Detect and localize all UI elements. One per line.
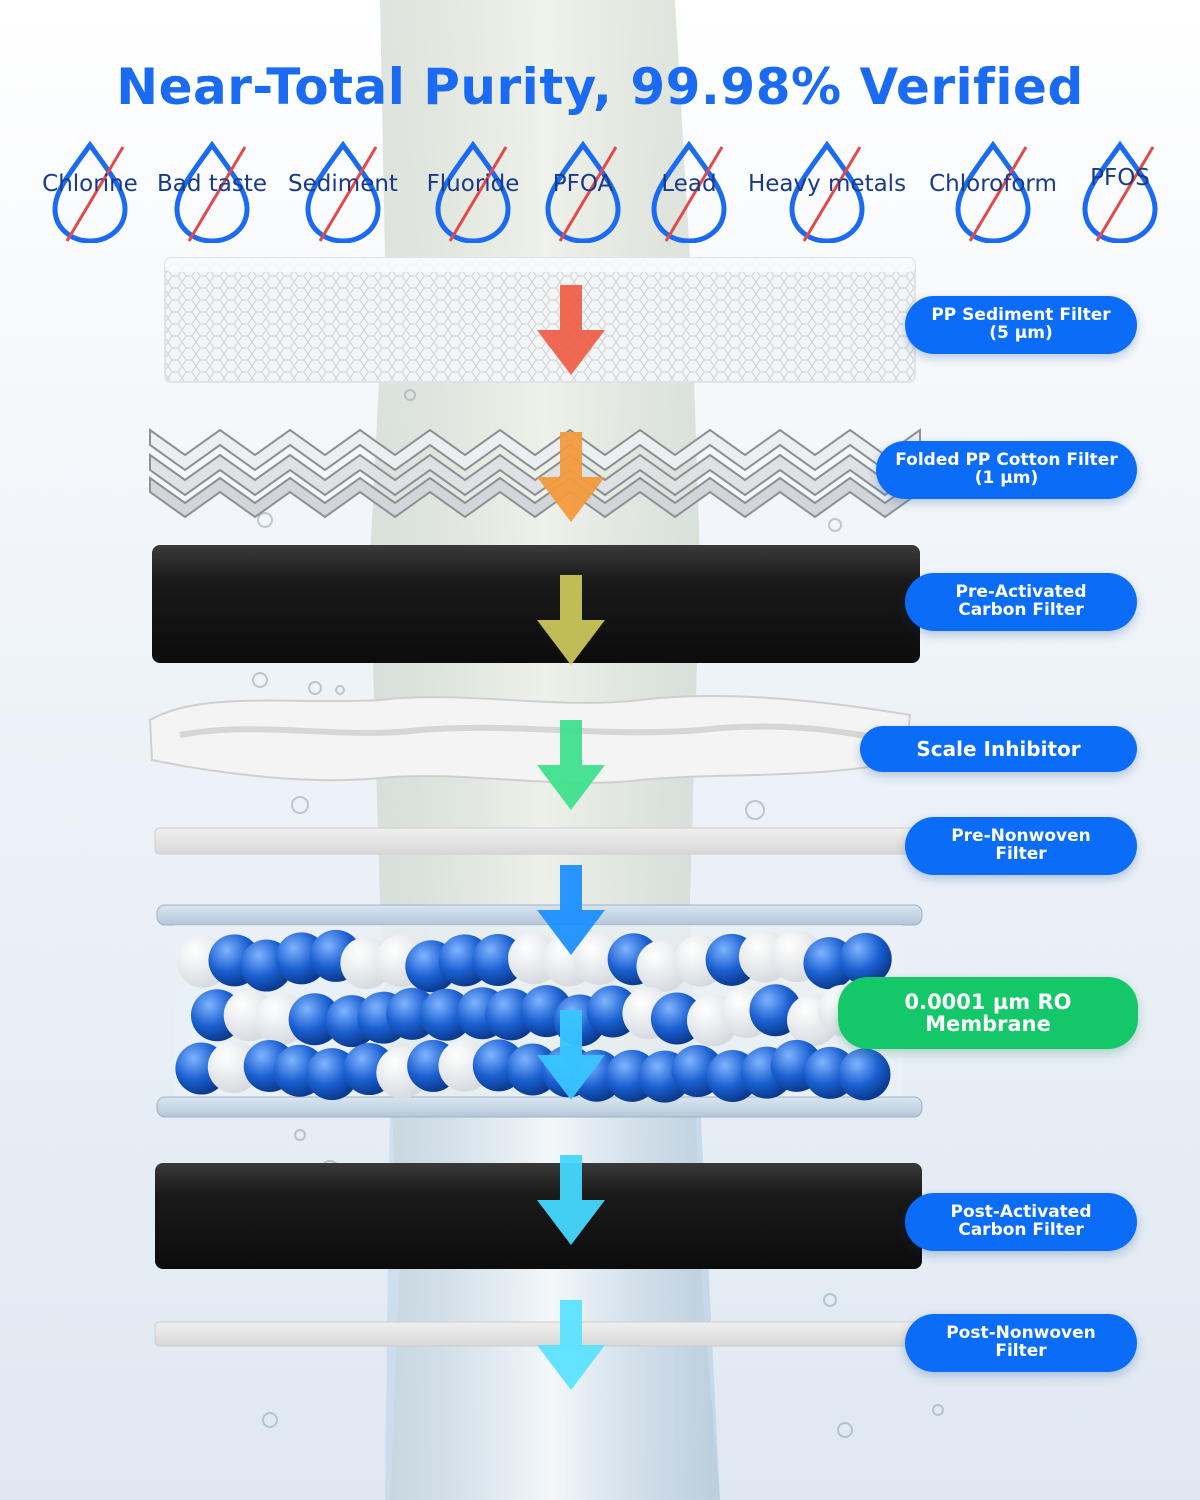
no-drop-icon [305, 140, 381, 243]
label-pp-sediment: PP Sediment Filter (5 µm) [905, 296, 1137, 354]
contaminant-item: PFOA [508, 133, 658, 243]
membrane-bead [839, 932, 892, 985]
contaminant-list: Chlorine Bad taste Sediment Fluoride PFO… [0, 125, 1200, 245]
contaminant-item: Heavy metals [748, 133, 906, 243]
contaminant-label: Sediment [288, 171, 398, 197]
flow-arrow-icon [537, 865, 605, 955]
flow-arrow-icon [537, 432, 605, 522]
flow-arrow-icon [537, 575, 605, 665]
contaminant-item: PFOS [1045, 133, 1195, 243]
no-drop-icon [174, 140, 250, 243]
no-drop-icon [789, 140, 865, 243]
label-scale-inhibitor: Scale Inhibitor [860, 726, 1137, 772]
contaminant-label: Chlorine [42, 171, 138, 197]
pre-carbon-disc [152, 545, 920, 663]
headline: Near-Total Purity, 99.98% Verified [116, 58, 1084, 116]
membrane-bead [288, 993, 341, 1046]
label-pre-carbon: Pre-Activated Carbon Filter [905, 573, 1137, 631]
label-post-nonwoven: Post-Nonwoven Filter [905, 1314, 1137, 1372]
scale-inhibitor-ring [148, 694, 912, 784]
contaminant-label: Fluoride [426, 171, 520, 197]
no-drop-icon [1082, 140, 1158, 243]
contaminant-label: Bad taste [156, 171, 268, 197]
flow-arrow-icon [537, 285, 605, 375]
folded-cotton-pleats [149, 428, 921, 519]
ro-membrane-cartridge [156, 904, 923, 1118]
label-ro-membrane: 0.0001 µm RO Membrane [838, 977, 1138, 1049]
no-drop-icon [435, 140, 511, 243]
contaminant-item: Lead [614, 133, 764, 243]
post-nonwoven-sheet [154, 1321, 918, 1347]
flow-arrow-icon [537, 720, 605, 810]
flow-arrow-icon [537, 1300, 605, 1390]
label-folded-cotton: Folded PP Cotton Filter (1 µm) [876, 441, 1137, 499]
label-pre-nonwoven: Pre-Nonwoven Filter [905, 817, 1137, 875]
contaminant-label: PFOS [1090, 165, 1150, 191]
flow-arrow-icon [537, 1010, 605, 1100]
contaminant-label: PFOA [552, 171, 614, 197]
flow-arrow-icon [537, 1155, 605, 1245]
contaminant-item: Bad taste [137, 133, 287, 243]
no-drop-icon [651, 140, 727, 243]
membrane-bead [838, 1048, 891, 1101]
label-post-carbon: Post-Activated Carbon Filter [905, 1193, 1137, 1251]
no-drop-icon [52, 140, 128, 243]
contaminant-item: Chloroform [918, 133, 1068, 243]
pp-sediment-disc [164, 257, 916, 383]
contaminant-label: Chloroform [929, 171, 1057, 197]
contaminant-item: Fluoride [398, 133, 548, 243]
contaminant-item: Sediment [268, 133, 418, 243]
no-drop-icon [545, 140, 621, 243]
post-carbon-disc [155, 1163, 922, 1269]
contaminant-label: Heavy metals [747, 171, 907, 197]
pre-nonwoven-sheet [154, 827, 918, 855]
contaminant-label: Lead [661, 171, 717, 197]
no-drop-icon [955, 140, 1031, 243]
contaminant-item: Chlorine [15, 133, 165, 243]
